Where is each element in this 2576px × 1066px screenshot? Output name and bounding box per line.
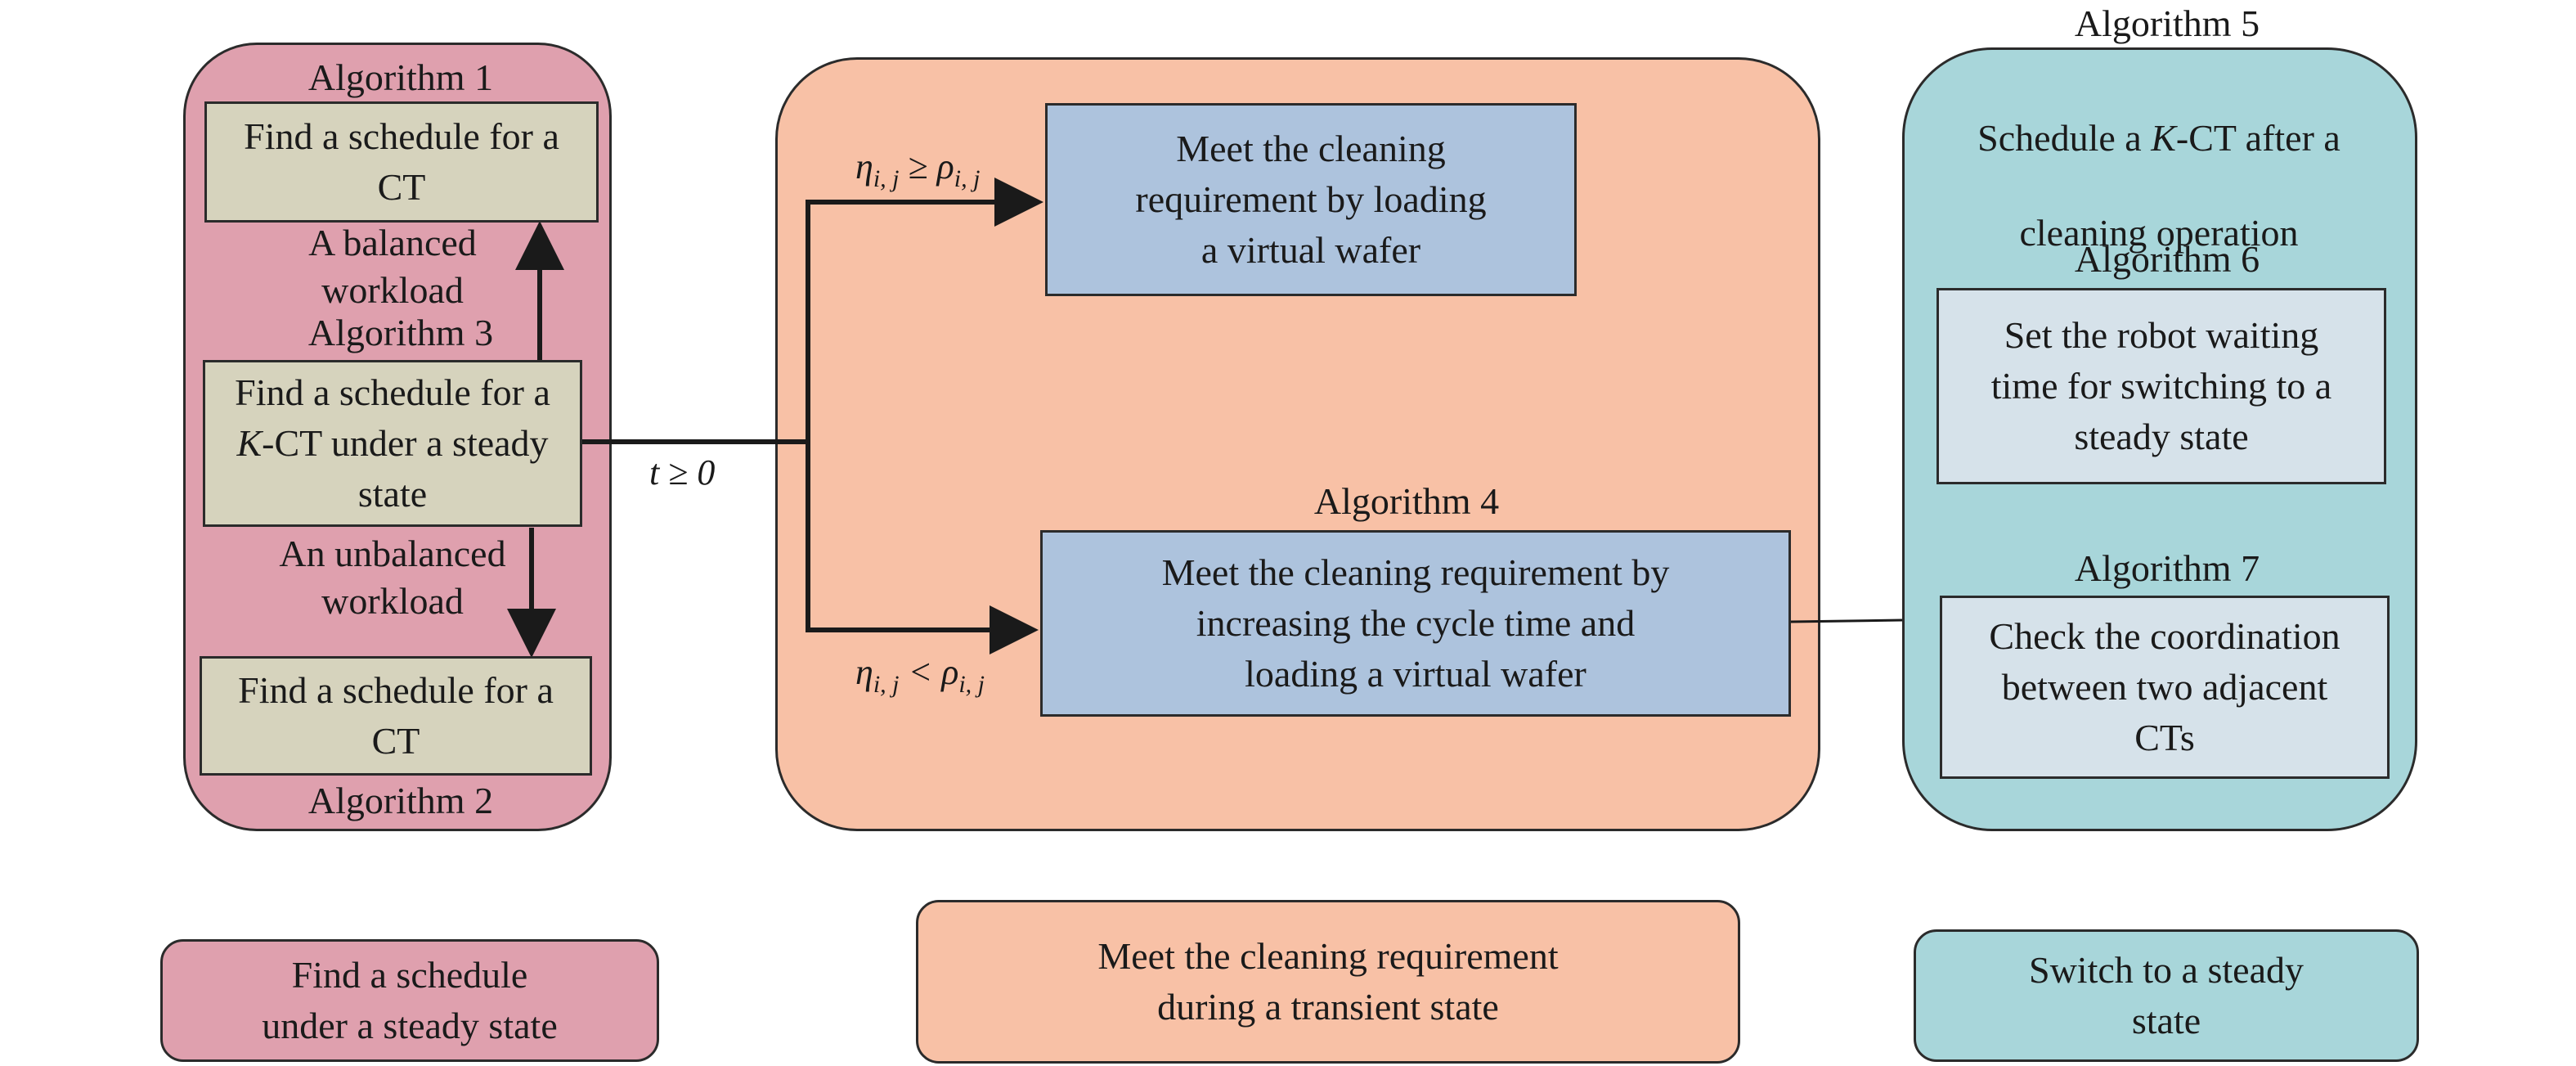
condition-lower-label: ηi, j < ρi, j [855, 652, 985, 698]
algorithm-1-label: Algorithm 1 [307, 56, 494, 98]
robot-waiting-box: Set the robot waiting time for switching… [1936, 288, 2386, 484]
algo5-k-symbol: K [2151, 117, 2176, 159]
algorithm-5-description: Schedule a K-CT after a cleaning operati… [1977, 117, 2340, 254]
balanced-workload-label: A balanced workload [308, 222, 477, 311]
condition-upper-label: ηi, j ≥ ρi, j [855, 146, 981, 192]
algorithm-4-label: Algorithm 4 [1313, 480, 1500, 522]
legend-switch-state: Switch to a steady state [1914, 929, 2419, 1062]
algorithm-3-label: Algorithm 3 [307, 312, 494, 353]
legend-steady-state: Find a schedule under a steady state [160, 939, 659, 1062]
kct-k-symbol: K [236, 422, 263, 464]
legend-transient-state: Meet the cleaning requirement during a t… [916, 900, 1740, 1064]
coordination-box: Check the coordination between two adjac… [1940, 596, 2390, 779]
algorithm-7-label: Algorithm 7 [2074, 547, 2260, 589]
cycle-time-box: Meet the cleaning requirement by increas… [1040, 530, 1791, 717]
algorithm-5-label: Algorithm 5 [2074, 2, 2260, 44]
kct-line-2: K-CT under a steady [236, 422, 549, 464]
kct-line-3: state [357, 473, 428, 515]
time-condition-label: t ≥ 0 [649, 452, 716, 493]
unbalanced-workload-label: An unbalanced workload [279, 533, 506, 622]
line-to-right-panel [1790, 618, 1903, 623]
schedule-ct-box-top: Find a schedule for a CT [204, 101, 599, 223]
schedule-kct-steady-box: Find a schedule for a K-CT under a stead… [203, 360, 582, 527]
algorithm-6-label: Algorithm 6 [2074, 238, 2260, 280]
virtual-wafer-box: Meet the cleaning requirement by loading… [1045, 103, 1577, 296]
kct-line-1: Find a schedule for a [235, 371, 550, 413]
algorithm-2-label: Algorithm 2 [307, 780, 494, 821]
schedule-ct-box-bottom: Find a schedule for a CT [200, 656, 592, 776]
